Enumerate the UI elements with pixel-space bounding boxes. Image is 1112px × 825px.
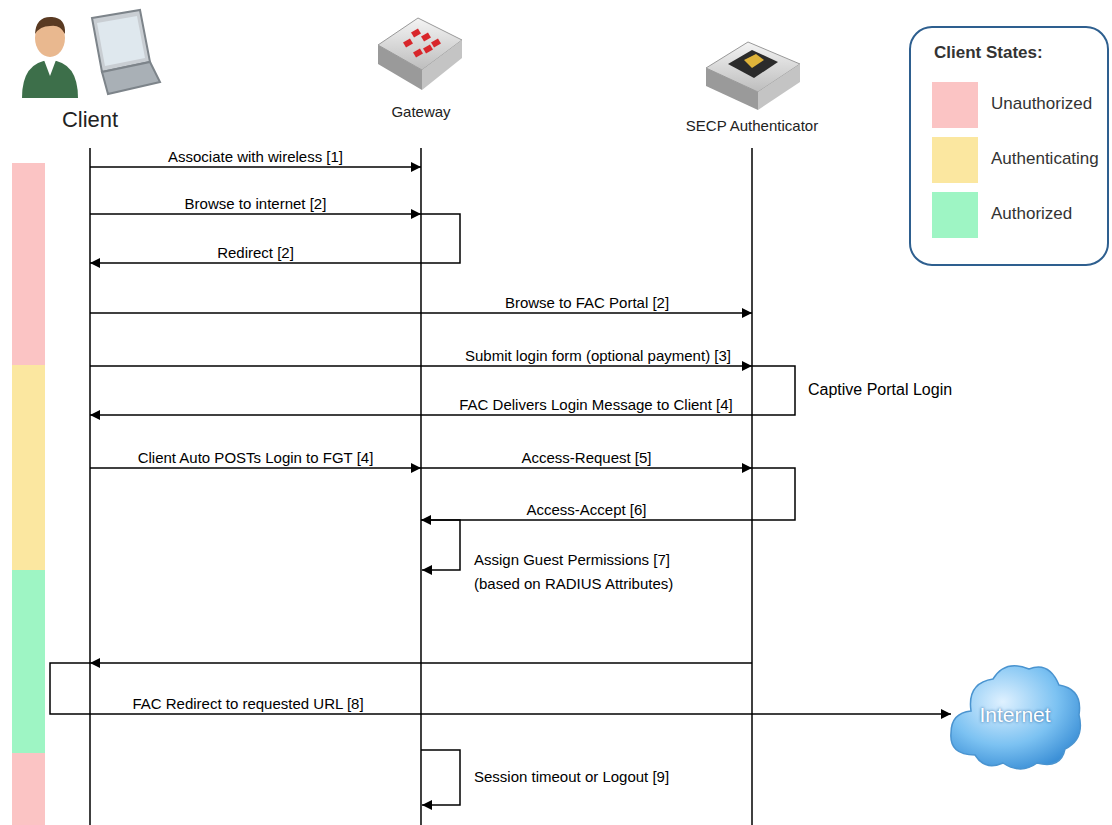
authenticator-device bbox=[706, 42, 800, 110]
message-arrow bbox=[90, 467, 421, 469]
self-loop bbox=[421, 750, 460, 805]
state-segment bbox=[12, 365, 45, 570]
note-label: Captive Portal Login bbox=[808, 381, 952, 399]
message-arrow bbox=[90, 312, 752, 314]
node-label: Client bbox=[62, 107, 118, 133]
self-loop bbox=[421, 214, 460, 263]
legend-text: Authorized bbox=[991, 204, 1072, 224]
legend-swatch bbox=[932, 82, 978, 128]
lifeline-head: Client bbox=[62, 107, 118, 133]
state-segment bbox=[12, 570, 45, 753]
note-label: Assign Guest Permissions [7] bbox=[474, 551, 670, 569]
message-label: Access-Request [5] bbox=[519, 449, 653, 466]
lifeline-head: SECP Authenticator bbox=[686, 117, 818, 134]
message-arrow bbox=[90, 213, 421, 215]
message-label: Redirect [2] bbox=[215, 244, 296, 261]
message-label: Submit login form (optional payment) [3] bbox=[463, 347, 733, 364]
node-label: SECP Authenticator bbox=[686, 117, 818, 134]
message-arrow bbox=[90, 365, 752, 367]
message-arrow bbox=[90, 166, 421, 168]
self-loop bbox=[421, 520, 460, 570]
legend-frame bbox=[910, 27, 1108, 265]
message-arrow bbox=[90, 662, 752, 664]
message-label: Client Auto POSTs Login to FGT [4] bbox=[136, 449, 376, 466]
message-label: FAC Redirect to requested URL [8] bbox=[130, 695, 365, 712]
message-arrow bbox=[421, 519, 752, 521]
message-label: Associate with wireless [1] bbox=[166, 148, 345, 165]
legend-text: Unauthorized bbox=[991, 94, 1092, 114]
message-arrow bbox=[90, 713, 951, 715]
node-label: Gateway bbox=[391, 103, 450, 120]
note-label: Session timeout or Logout [9] bbox=[474, 768, 669, 786]
cloud-node: Internet bbox=[945, 655, 1085, 775]
cloud-outline bbox=[951, 666, 1081, 769]
message-label: Browse to FAC Portal [2] bbox=[503, 294, 671, 311]
gateway-device bbox=[378, 18, 462, 90]
self-loop bbox=[752, 366, 795, 415]
client-icon bbox=[22, 10, 160, 98]
message-arrow bbox=[421, 467, 752, 469]
legend-swatch bbox=[932, 137, 978, 183]
self-loop bbox=[752, 468, 795, 520]
legend-text: Authenticating bbox=[991, 149, 1099, 169]
node-label: Internet bbox=[979, 703, 1050, 727]
message-label: FAC Delivers Login Message to Client [4] bbox=[457, 396, 734, 413]
message-label: Access-Accept [6] bbox=[524, 501, 648, 518]
legend-swatch bbox=[932, 192, 978, 238]
state-bar bbox=[12, 163, 45, 825]
lifeline bbox=[420, 148, 422, 825]
lifeline bbox=[89, 148, 91, 825]
state-segment bbox=[12, 163, 45, 365]
message-arrow bbox=[90, 414, 752, 416]
note-label: (based on RADIUS Attributes) bbox=[474, 575, 673, 593]
lifeline-head: Gateway bbox=[391, 103, 450, 120]
self-loop bbox=[50, 663, 90, 714]
lifeline bbox=[751, 148, 753, 825]
message-label: Browse to internet [2] bbox=[183, 195, 329, 212]
legend-title: Client States: bbox=[934, 44, 1043, 62]
state-segment bbox=[12, 753, 45, 825]
message-arrow bbox=[90, 262, 421, 264]
